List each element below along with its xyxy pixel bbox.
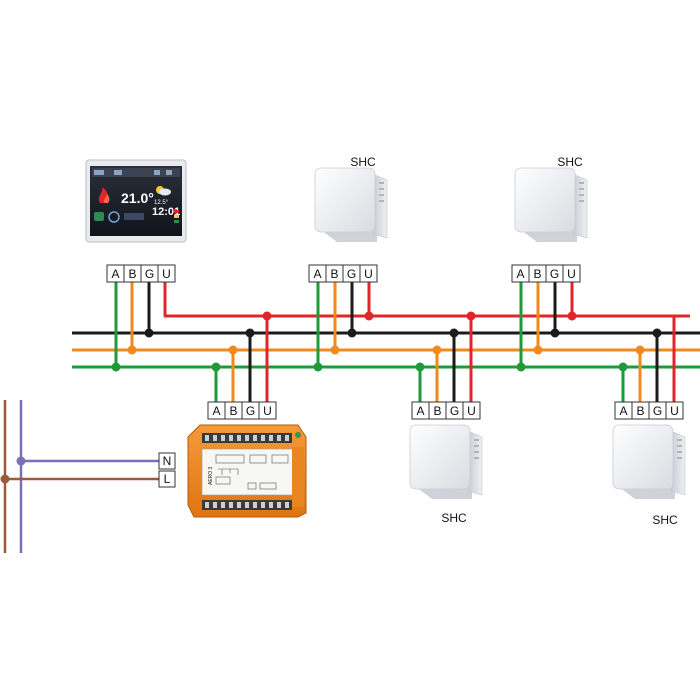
mains-supply: N L (0, 400, 176, 553)
terminal-label: A (516, 267, 524, 281)
terminal-label: G (246, 404, 255, 418)
terminal-label: A (416, 404, 424, 418)
terminal-label: B (128, 267, 136, 281)
thermostat-panel: 21.0° 12.5° 12:01 (85, 159, 187, 243)
terminal-label: A (111, 267, 119, 281)
terminal-label: G (145, 267, 154, 281)
terminal-label: U (364, 267, 373, 281)
mains-terminal-n: N (158, 452, 176, 470)
terminal-u (157, 264, 176, 283)
terminal-label: G (450, 404, 459, 418)
upper-drops (114, 282, 574, 367)
mains-terminal-l: L (158, 470, 176, 488)
terminal-label: G (550, 267, 559, 281)
controller-module: AERO 3 (187, 424, 307, 518)
terminal-label: U (567, 267, 576, 281)
sensor-label: SHC (652, 513, 678, 527)
terminal-label: B (330, 267, 338, 281)
svg-text:N: N (163, 454, 172, 468)
terminal-label: G (653, 404, 662, 418)
terminal-label: A (212, 404, 220, 418)
terminal-u (665, 401, 684, 420)
terminal-label: A (619, 404, 627, 418)
terminal-label: G (347, 267, 356, 281)
terminal-label: A (313, 267, 321, 281)
terminal-label: U (162, 267, 171, 281)
sensor-label: SHC (350, 155, 376, 169)
module-name-label: AERO 3 (208, 466, 214, 485)
thermostat-outdoor-temp: 12.5° (154, 200, 169, 206)
terminal-label: U (467, 404, 476, 418)
flame-icon (98, 187, 110, 203)
sensor-label: SHC (557, 155, 583, 169)
terminal-u (359, 264, 378, 283)
terminal-label: B (433, 404, 441, 418)
weather-icon (156, 186, 171, 196)
shc-sensor-2 (514, 167, 588, 242)
terminal-label: B (533, 267, 541, 281)
terminal-u (562, 264, 581, 283)
sensor-label: SHC (441, 511, 467, 525)
svg-text:L: L (164, 472, 171, 486)
terminal-label: U (670, 404, 679, 418)
thermostat-temperature: 21.0° (121, 190, 154, 206)
shc-sensor-1 (314, 167, 388, 242)
bus-wires (72, 314, 700, 369)
thermostat-time: 12:01 (152, 206, 180, 218)
terminal-u (462, 401, 481, 420)
terminal-label: B (636, 404, 644, 418)
junction-dots (111, 311, 662, 372)
lower-drops (214, 316, 676, 402)
terminal-label: U (263, 404, 272, 418)
terminal-label: B (229, 404, 237, 418)
shc-sensor-3 (409, 424, 483, 499)
shc-sensor-4 (612, 424, 686, 499)
terminal-u (258, 401, 277, 420)
